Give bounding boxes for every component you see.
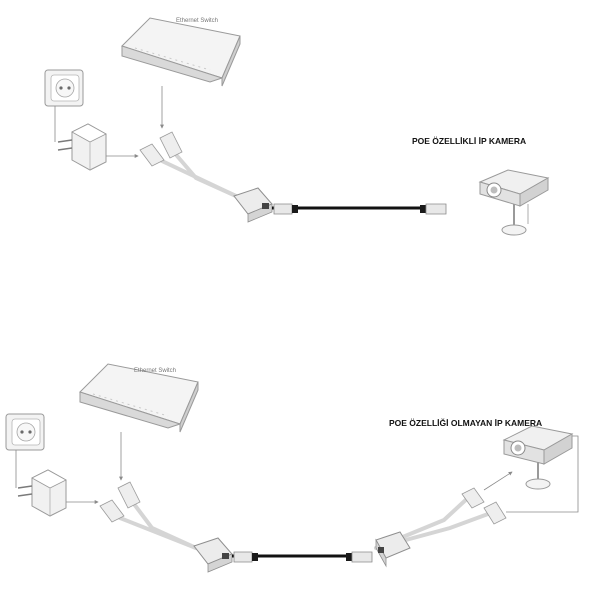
rj45-plug-icon <box>461 487 485 509</box>
power-adapter-icon <box>17 469 67 517</box>
poe-splitter-cable <box>374 487 507 568</box>
dc-jack-icon <box>139 143 165 167</box>
power-adapter-icon <box>57 123 107 171</box>
splitter-to-camera-arrow <box>483 471 513 491</box>
camera-label: POE ÖZELLİKLİ İP KAMERA <box>412 136 526 146</box>
switch-label: Ethernet Switch <box>176 18 218 24</box>
ip-camera-icon <box>478 169 550 236</box>
dc-jack-icon <box>483 501 507 525</box>
rj45-plug-icon <box>159 131 183 159</box>
wall-socket-icon <box>44 69 84 107</box>
switch-label: Ethernet Switch <box>134 368 176 374</box>
diagram-non-poe-camera: Ethernet Switch <box>5 363 579 573</box>
ip-camera-icon <box>502 425 574 490</box>
ethernet-cable <box>272 203 447 215</box>
ethernet-cable <box>232 551 373 563</box>
poe-injector-cable <box>99 481 233 573</box>
camera-label: POE ÖZELLİĞİ OLMAYAN İP KAMERA <box>389 417 542 428</box>
dc-jack-icon <box>99 499 125 523</box>
rj45-plug-icon <box>117 481 141 509</box>
diagram-poe-camera: Ethernet Switch <box>44 17 550 236</box>
poe-injector-cable <box>139 131 273 223</box>
ethernet-switch-icon <box>121 17 241 87</box>
ethernet-switch-icon <box>79 363 199 433</box>
wall-socket-icon <box>5 413 45 451</box>
